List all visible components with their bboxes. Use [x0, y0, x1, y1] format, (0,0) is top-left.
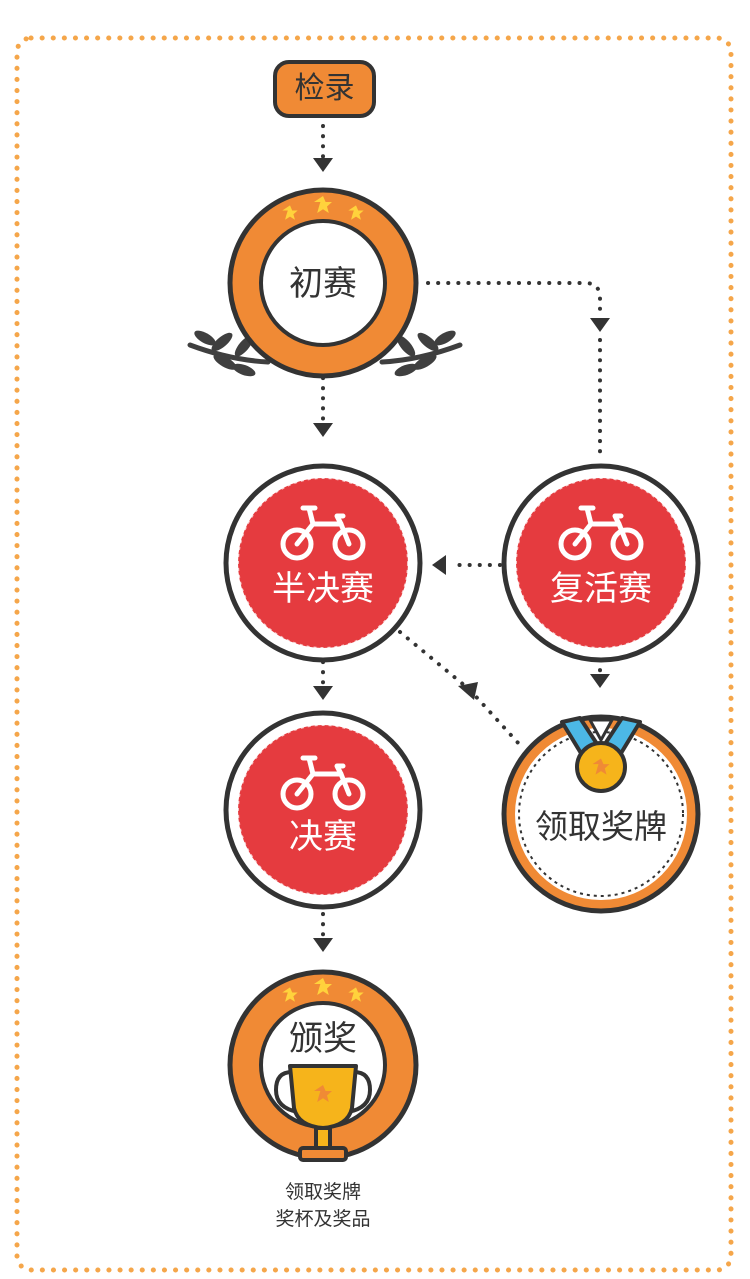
award-caption-line2: 奖杯及奖品 — [275, 1208, 370, 1230]
semifinal-label: 半决赛 — [272, 569, 374, 609]
arrowhead-award-top — [313, 938, 333, 952]
medal-icon — [560, 716, 642, 793]
arrowhead-repechage-top — [590, 318, 610, 332]
node-checkin: 检录 — [273, 60, 376, 118]
node-preliminary: 初赛 — [187, 187, 463, 379]
arrowhead-medal-top — [590, 674, 610, 688]
dotted-frame — [14, 35, 734, 1273]
repechage-label: 复活赛 — [550, 569, 652, 609]
award-label: 颁奖 — [289, 1019, 357, 1059]
medal-label: 领取奖牌 — [535, 807, 667, 846]
arrowhead-semifinal-side — [432, 555, 446, 575]
node-final: 决赛 — [223, 710, 423, 910]
node-repechage: 复活赛 — [501, 463, 701, 663]
preliminary-label: 初赛 — [289, 264, 357, 304]
node-medal: 领取奖牌 — [501, 714, 701, 914]
checkin-label: 检录 — [295, 71, 355, 106]
arrowheads — [313, 158, 610, 952]
arrowhead-final-top — [313, 686, 333, 700]
final-label: 决赛 — [289, 817, 357, 857]
arrowhead-checkin — [313, 158, 333, 172]
node-semifinal: 半决赛 — [223, 463, 423, 663]
laurel-right-icon — [379, 330, 463, 377]
arrow-preliminary-repechage — [426, 281, 602, 320]
arrow-semifinal-medal — [398, 630, 522, 747]
node-award: 颁奖 领取奖牌 奖杯及奖品 — [227, 969, 419, 1230]
arrowhead-semifinal-top — [313, 423, 333, 437]
trophy-icon — [274, 1064, 372, 1162]
award-caption-line1: 领取奖牌 — [285, 1181, 361, 1203]
arrowhead-medal-diag — [458, 682, 478, 700]
